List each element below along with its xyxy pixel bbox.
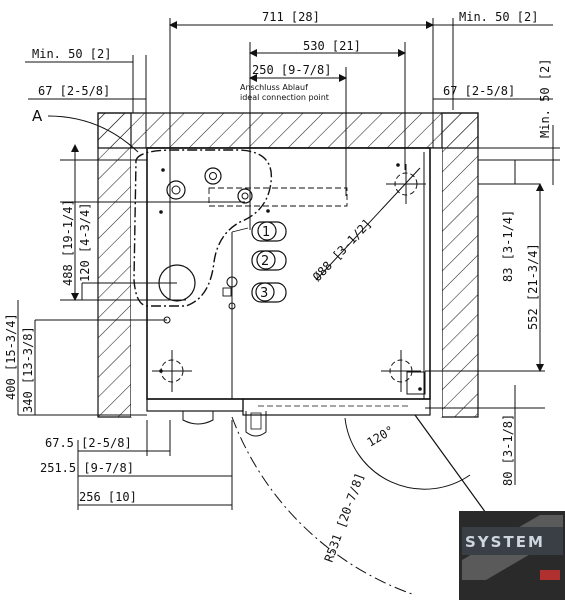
dim-83: 83 [3-1/4] [501, 210, 515, 282]
drain-pipe [208, 187, 348, 207]
marker-a-label: A [32, 107, 43, 125]
connection-note-line1: Anschluss Ablauf [240, 83, 308, 92]
dim-80: 80 [3-1/8] [501, 414, 515, 486]
dim-min50-right: Min. 50 [2] [459, 10, 538, 24]
dim-min50-left: Min. 50 [2] [32, 47, 111, 61]
dim-angle-120: 120° [365, 423, 397, 450]
dim-552: 552 [21-3/4] [526, 243, 540, 330]
callout-2: 2 [251, 250, 287, 271]
dim-120-visible: 120 [4-3/4] [78, 203, 92, 282]
dim-251-5: 251.5 [9-7/8] [40, 461, 134, 475]
dim-711: 711 [28] [262, 10, 320, 24]
dim-256: 256 [10] [79, 490, 137, 504]
dim-400: 400 [15-3/4] [4, 313, 18, 400]
callout-1: 1 [251, 221, 287, 242]
dim-67-5: 67.5 [2-5/8] [45, 436, 132, 450]
unit-outline [146, 147, 431, 437]
connection-note-line2: ideal connection point [240, 93, 329, 102]
system-logo: SYSTEM [459, 511, 565, 600]
feet-markers [152, 164, 426, 392]
dim-340: 340 [13-3/8] [21, 326, 35, 413]
callout-3: 3 [251, 282, 287, 303]
callout-label: 1 [262, 225, 270, 240]
dim-67-left: 67 [2-5/8] [38, 84, 110, 98]
dim-530: 530 [21] [303, 39, 361, 53]
fixing-dots [159, 163, 422, 391]
marker-a: A [32, 107, 139, 153]
logo-text: SYSTEM [465, 533, 545, 551]
dim-250: 250 [9-7/8] [252, 63, 331, 77]
dim-min50-vertical: Min. 50 [2] [538, 59, 552, 138]
dim-67-right: 67 [2-5/8] [443, 84, 515, 98]
dimension-lines [17, 18, 560, 510]
dimension-labels: 711 [28] Min. 50 [2] 530 [21] Min. 50 [2… [4, 10, 552, 564]
callout-label: 2 [261, 254, 269, 269]
dim-radius-531: R531 [20-7/8] [322, 471, 367, 564]
connection-zone [133, 149, 272, 307]
callout-label: 3 [260, 286, 268, 301]
dim-488: 488 [19-1/4] [61, 199, 75, 286]
